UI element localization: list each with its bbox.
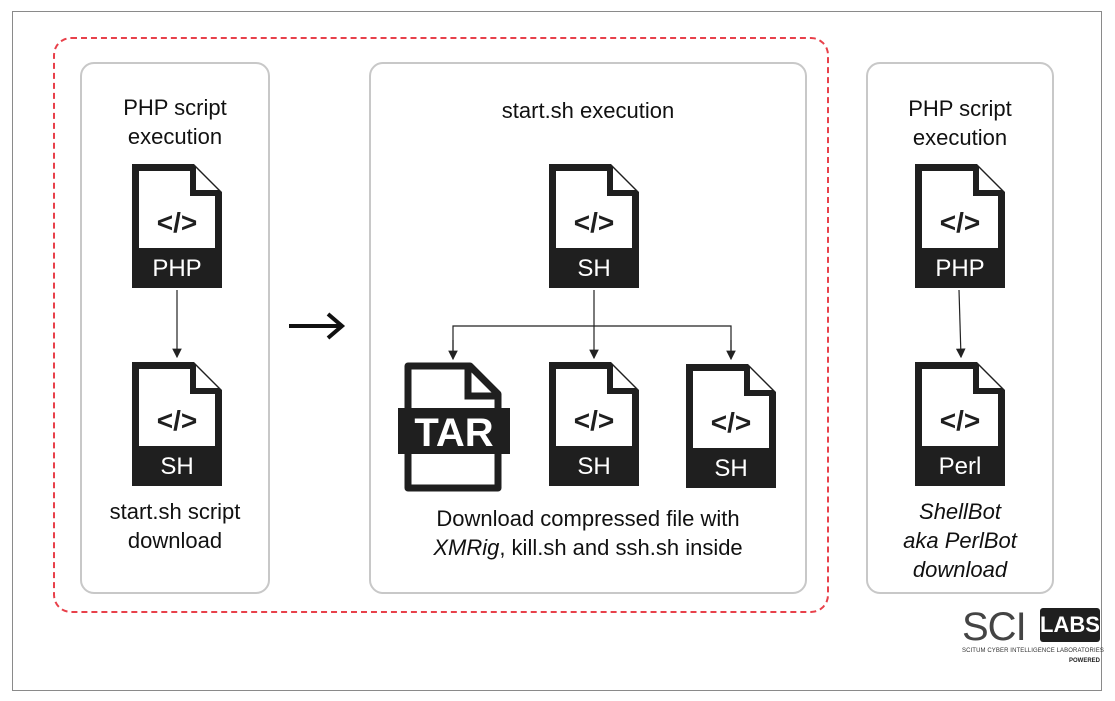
xmrig-label: XMRig [433, 535, 500, 560]
right-caption-line2: aka PerlBot [866, 527, 1054, 555]
right-title-line1: PHP script [908, 96, 1012, 121]
svg-text:PHP: PHP [152, 255, 201, 282]
php-file-icon: </> PHP [132, 164, 222, 288]
right-connector [955, 289, 966, 359]
svg-text:</>: </> [157, 405, 197, 436]
shellbot-label: ShellBot [919, 499, 1001, 524]
tar-file-icon: TAR [398, 362, 510, 492]
middle-caption-line1: Download compressed file with [436, 506, 740, 531]
flow-arrow-icon [289, 312, 346, 340]
scilabs-logo: SCI LABS SCITUM CYBER INTELLIGENCE LABOR… [962, 605, 1104, 673]
left-title-line2: execution [127, 124, 223, 149]
svg-text:</>: </> [940, 207, 980, 238]
panel-startsh-execution [369, 62, 807, 594]
logo-subtitle: SCITUM CYBER INTELLIGENCE LABORATORIES [962, 648, 1104, 654]
svg-text:SH: SH [577, 255, 610, 282]
sh-file-icon: </> SH [686, 364, 776, 488]
svg-text:</>: </> [574, 207, 614, 238]
sh-file-icon: </> SH [132, 362, 222, 486]
perl-file-icon: </> Perl [915, 362, 1005, 486]
logo-sci-text: SCI [962, 605, 1027, 649]
download-label: download [912, 557, 1008, 582]
svg-text:TAR: TAR [414, 411, 493, 455]
php-file-icon: </> PHP [915, 164, 1005, 288]
logo-powered: POWERED [1068, 658, 1100, 664]
svg-text:SH: SH [714, 455, 747, 482]
sh-file-icon: </> SH [549, 164, 639, 288]
left-title-line1: PHP script [123, 95, 227, 120]
middle-title: start.sh execution [501, 98, 675, 123]
svg-text:</>: </> [574, 405, 614, 436]
svg-text:PHP: PHP [935, 255, 984, 282]
perlbot-label: aka PerlBot [903, 528, 1017, 553]
panel-php-execution-left [80, 62, 270, 594]
mid-connector-branch [452, 325, 732, 358]
svg-text:Perl: Perl [939, 453, 982, 480]
stage-group-border [53, 37, 829, 613]
svg-text:</>: </> [711, 407, 751, 438]
sh-file-icon: </> SH [549, 362, 639, 486]
svg-text:SH: SH [160, 453, 193, 480]
right-title-line2: execution [912, 125, 1008, 150]
svg-text:SH: SH [577, 453, 610, 480]
svg-text:</>: </> [157, 207, 197, 238]
right-caption-line3: download [866, 556, 1054, 584]
logo-labs-badge: LABS [1040, 608, 1100, 642]
svg-text:</>: </> [940, 405, 980, 436]
diagram-frame [12, 11, 1102, 691]
middle-caption-line2: XMRig, kill.sh and ssh.sh inside [369, 534, 807, 562]
right-caption-line1: ShellBot [866, 498, 1054, 526]
middle-caption-line2-rest: , kill.sh and ssh.sh inside [499, 535, 743, 560]
left-caption-line2: download [127, 528, 223, 553]
left-caption-line1: start.sh script [109, 499, 241, 524]
